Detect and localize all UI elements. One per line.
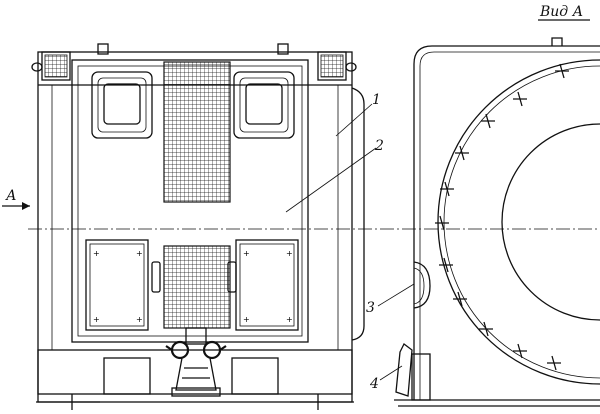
side-bracket [395, 343, 431, 401]
side-view: Вид А [366, 4, 600, 407]
handle-right [227, 261, 237, 293]
callout-1: 1 [372, 92, 381, 108]
handle-left [151, 261, 161, 293]
wheel-hub [501, 123, 600, 321]
wheel-outer [437, 59, 600, 385]
svg-text:+: + [93, 249, 100, 258]
callout-4: 4 [369, 376, 379, 392]
svg-text:+: + [243, 315, 250, 324]
view-arrow-a: А [2, 188, 30, 210]
svg-text:+: + [286, 249, 293, 258]
front-panel [71, 59, 309, 343]
svg-text:+: + [93, 315, 100, 324]
window-left [91, 71, 153, 139]
front-outer-frame [37, 51, 353, 403]
window-right [233, 71, 295, 139]
tow-coupling [165, 327, 227, 397]
svg-text:+: + [136, 315, 143, 324]
svg-text:+: + [286, 315, 293, 324]
leader-3 [377, 283, 415, 307]
base-box-right [231, 357, 279, 395]
upper-mesh-grille [163, 61, 231, 203]
hinge-left [97, 43, 109, 55]
callout-2: 2 [374, 138, 384, 154]
front-view: + + + + + + + + [31, 43, 365, 410]
lifting-eye-left [31, 51, 71, 81]
lifting-eye-right [317, 51, 357, 81]
svg-text:+: + [243, 249, 250, 258]
rim-bolts [435, 63, 569, 371]
hinge-right [277, 43, 289, 55]
leader-2 [285, 147, 377, 213]
callout-3: 3 [366, 300, 375, 316]
access-panel-left: + + + + [85, 239, 149, 331]
leader-1 [335, 103, 373, 137]
svg-text:+: + [136, 249, 143, 258]
access-panel-right: + + + + [235, 239, 299, 331]
leader-4 [379, 365, 403, 381]
base-box-left [103, 357, 151, 395]
front-base [37, 349, 353, 395]
side-handle [413, 261, 431, 309]
view-a-title: Вид А [539, 4, 583, 20]
lower-mesh-grille [163, 245, 231, 329]
arrow-a-label: А [5, 188, 17, 204]
